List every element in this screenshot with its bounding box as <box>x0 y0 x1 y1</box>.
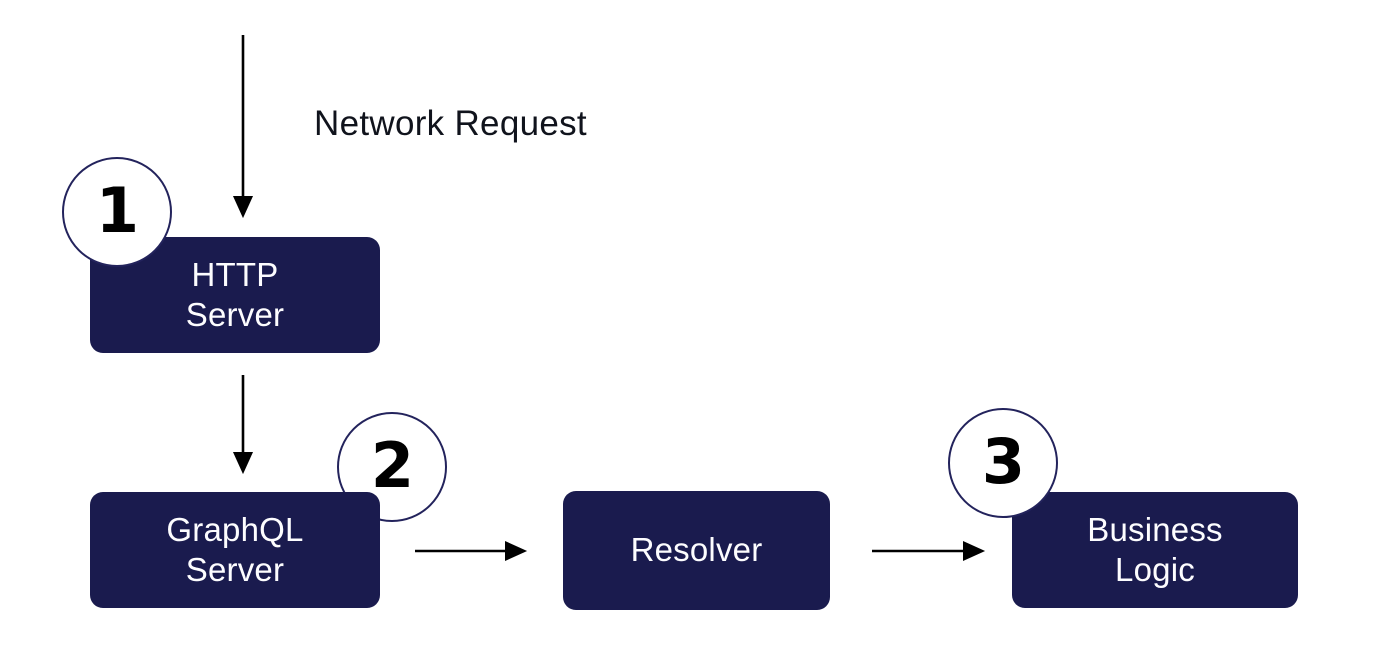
step-number-2: 2 <box>370 429 414 502</box>
step-number-1: 1 <box>95 174 139 247</box>
node-resolver-label: Resolver <box>630 531 763 569</box>
node-resolver[interactable]: Resolver <box>563 491 830 610</box>
node-business-logic-label: Business Logic <box>1087 510 1223 588</box>
node-graphql-server[interactable]: GraphQL Server <box>90 492 380 608</box>
step-badge-1: 1 <box>62 157 172 267</box>
network-request-label: Network Request <box>314 104 587 143</box>
step-badge-3: 3 <box>948 408 1058 518</box>
node-http-server-label: HTTP Server <box>185 255 285 333</box>
step-badge-2: 2 <box>337 412 447 522</box>
node-business-logic[interactable]: Business Logic <box>1012 492 1298 608</box>
step-number-3: 3 <box>981 425 1025 498</box>
node-graphql-server-label: GraphQL Server <box>166 510 304 588</box>
